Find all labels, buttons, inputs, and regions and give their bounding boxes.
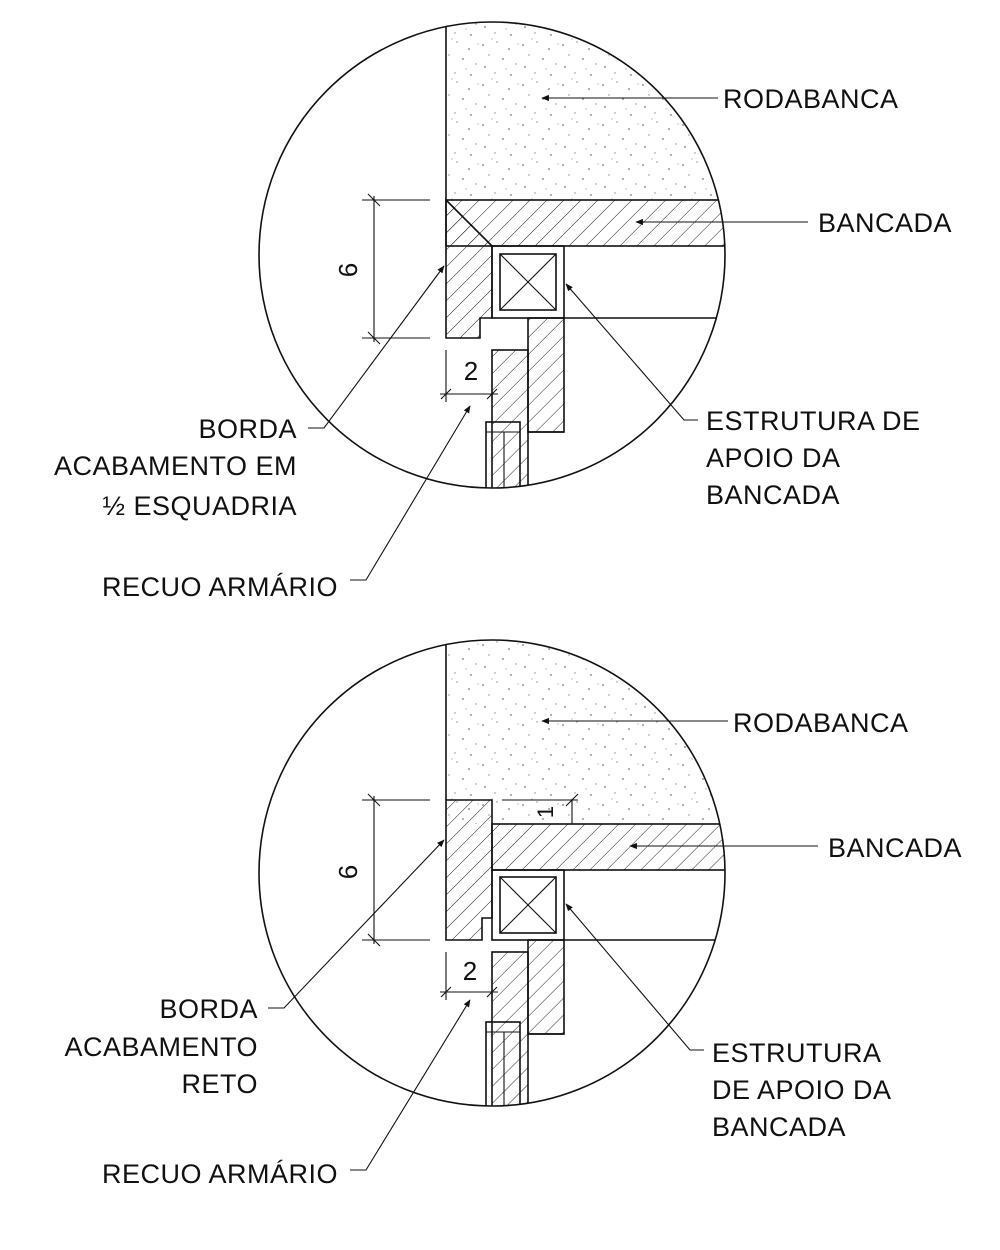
cabinet-side <box>527 939 565 1035</box>
support-frame <box>499 876 557 934</box>
bancada-slab <box>445 199 725 247</box>
dim-setback: 2 <box>463 956 477 986</box>
dim-setback: 2 <box>464 356 478 386</box>
label-bancada: BANCADA <box>818 208 952 238</box>
label-estrutura-line3: BANCADA <box>706 480 840 510</box>
dim-top-offset: 1 <box>533 806 558 818</box>
rodabanca-stone <box>446 22 725 200</box>
label-borda-line3: ½ ESQUADRIA <box>102 491 297 521</box>
dim-height: 6 <box>333 865 363 879</box>
dim-height: 6 <box>333 263 363 277</box>
cabinet-side <box>527 317 565 433</box>
label-estrutura-line1: ESTRUTURA DE <box>706 406 921 436</box>
cabinet-door <box>491 349 529 488</box>
label-estrutura-line2: APOIO DA <box>706 443 841 473</box>
label-estrutura-line3: BANCADA <box>712 1112 846 1142</box>
label-rodabanca: RODABANCA <box>733 708 909 738</box>
detail-1-circle <box>258 21 726 489</box>
support-frame <box>499 253 557 311</box>
detail-2-circle <box>258 639 726 1107</box>
label-borda-line1: BORDA <box>198 414 297 444</box>
rodabanca-stone <box>446 640 725 824</box>
edge-straight <box>445 799 493 941</box>
label-estrutura-line1: ESTRUTURA <box>712 1038 882 1068</box>
detail-2: 6 1 2 RODABANCA BANCADA ESTRUTURA DE APO… <box>64 639 962 1189</box>
label-borda-line3: RETO <box>181 1069 258 1099</box>
label-borda-line2: ACABAMENTO <box>64 1032 258 1062</box>
label-recuo: RECUO ARMÁRIO <box>102 572 338 602</box>
label-estrutura-line2: DE APOIO DA <box>712 1075 892 1105</box>
detail-1: 6 2 RODABANCA BANCADA ESTRUTURA DE APOIO… <box>54 21 952 602</box>
label-rodabanca: RODABANCA <box>723 84 899 114</box>
label-borda-line2: ACABAMENTO EM <box>54 451 297 481</box>
label-borda-line1: BORDA <box>159 994 258 1024</box>
label-bancada: BANCADA <box>828 833 962 863</box>
bancada-slab <box>491 823 725 871</box>
label-recuo: RECUO ARMÁRIO <box>102 1159 338 1189</box>
